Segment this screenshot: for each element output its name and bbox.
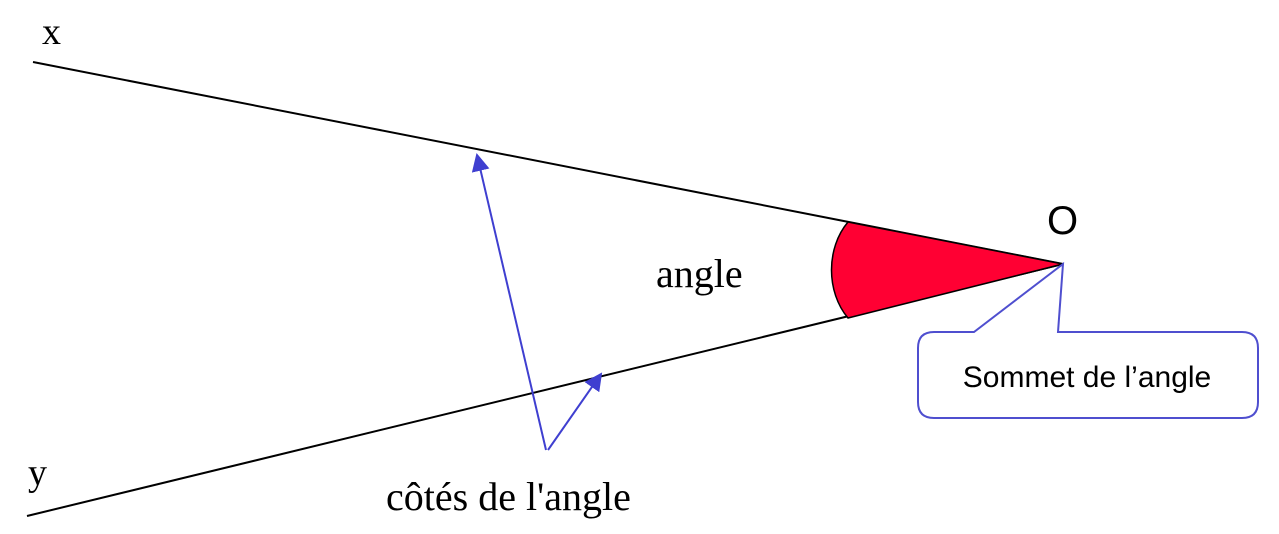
- label-sides: côtés de l'angle: [386, 474, 631, 519]
- label-y: y: [28, 452, 47, 494]
- arrow-to-side-ox: [471, 153, 547, 451]
- angle-sector: [830, 221, 1064, 319]
- label-vertex: O: [1047, 199, 1078, 243]
- arrow-to-side-oy: [547, 372, 603, 451]
- label-angle: angle: [656, 251, 743, 296]
- label-x: x: [42, 11, 61, 53]
- callout-box: [917, 261, 1259, 419]
- callout-label: Sommet de l’angle: [963, 361, 1211, 394]
